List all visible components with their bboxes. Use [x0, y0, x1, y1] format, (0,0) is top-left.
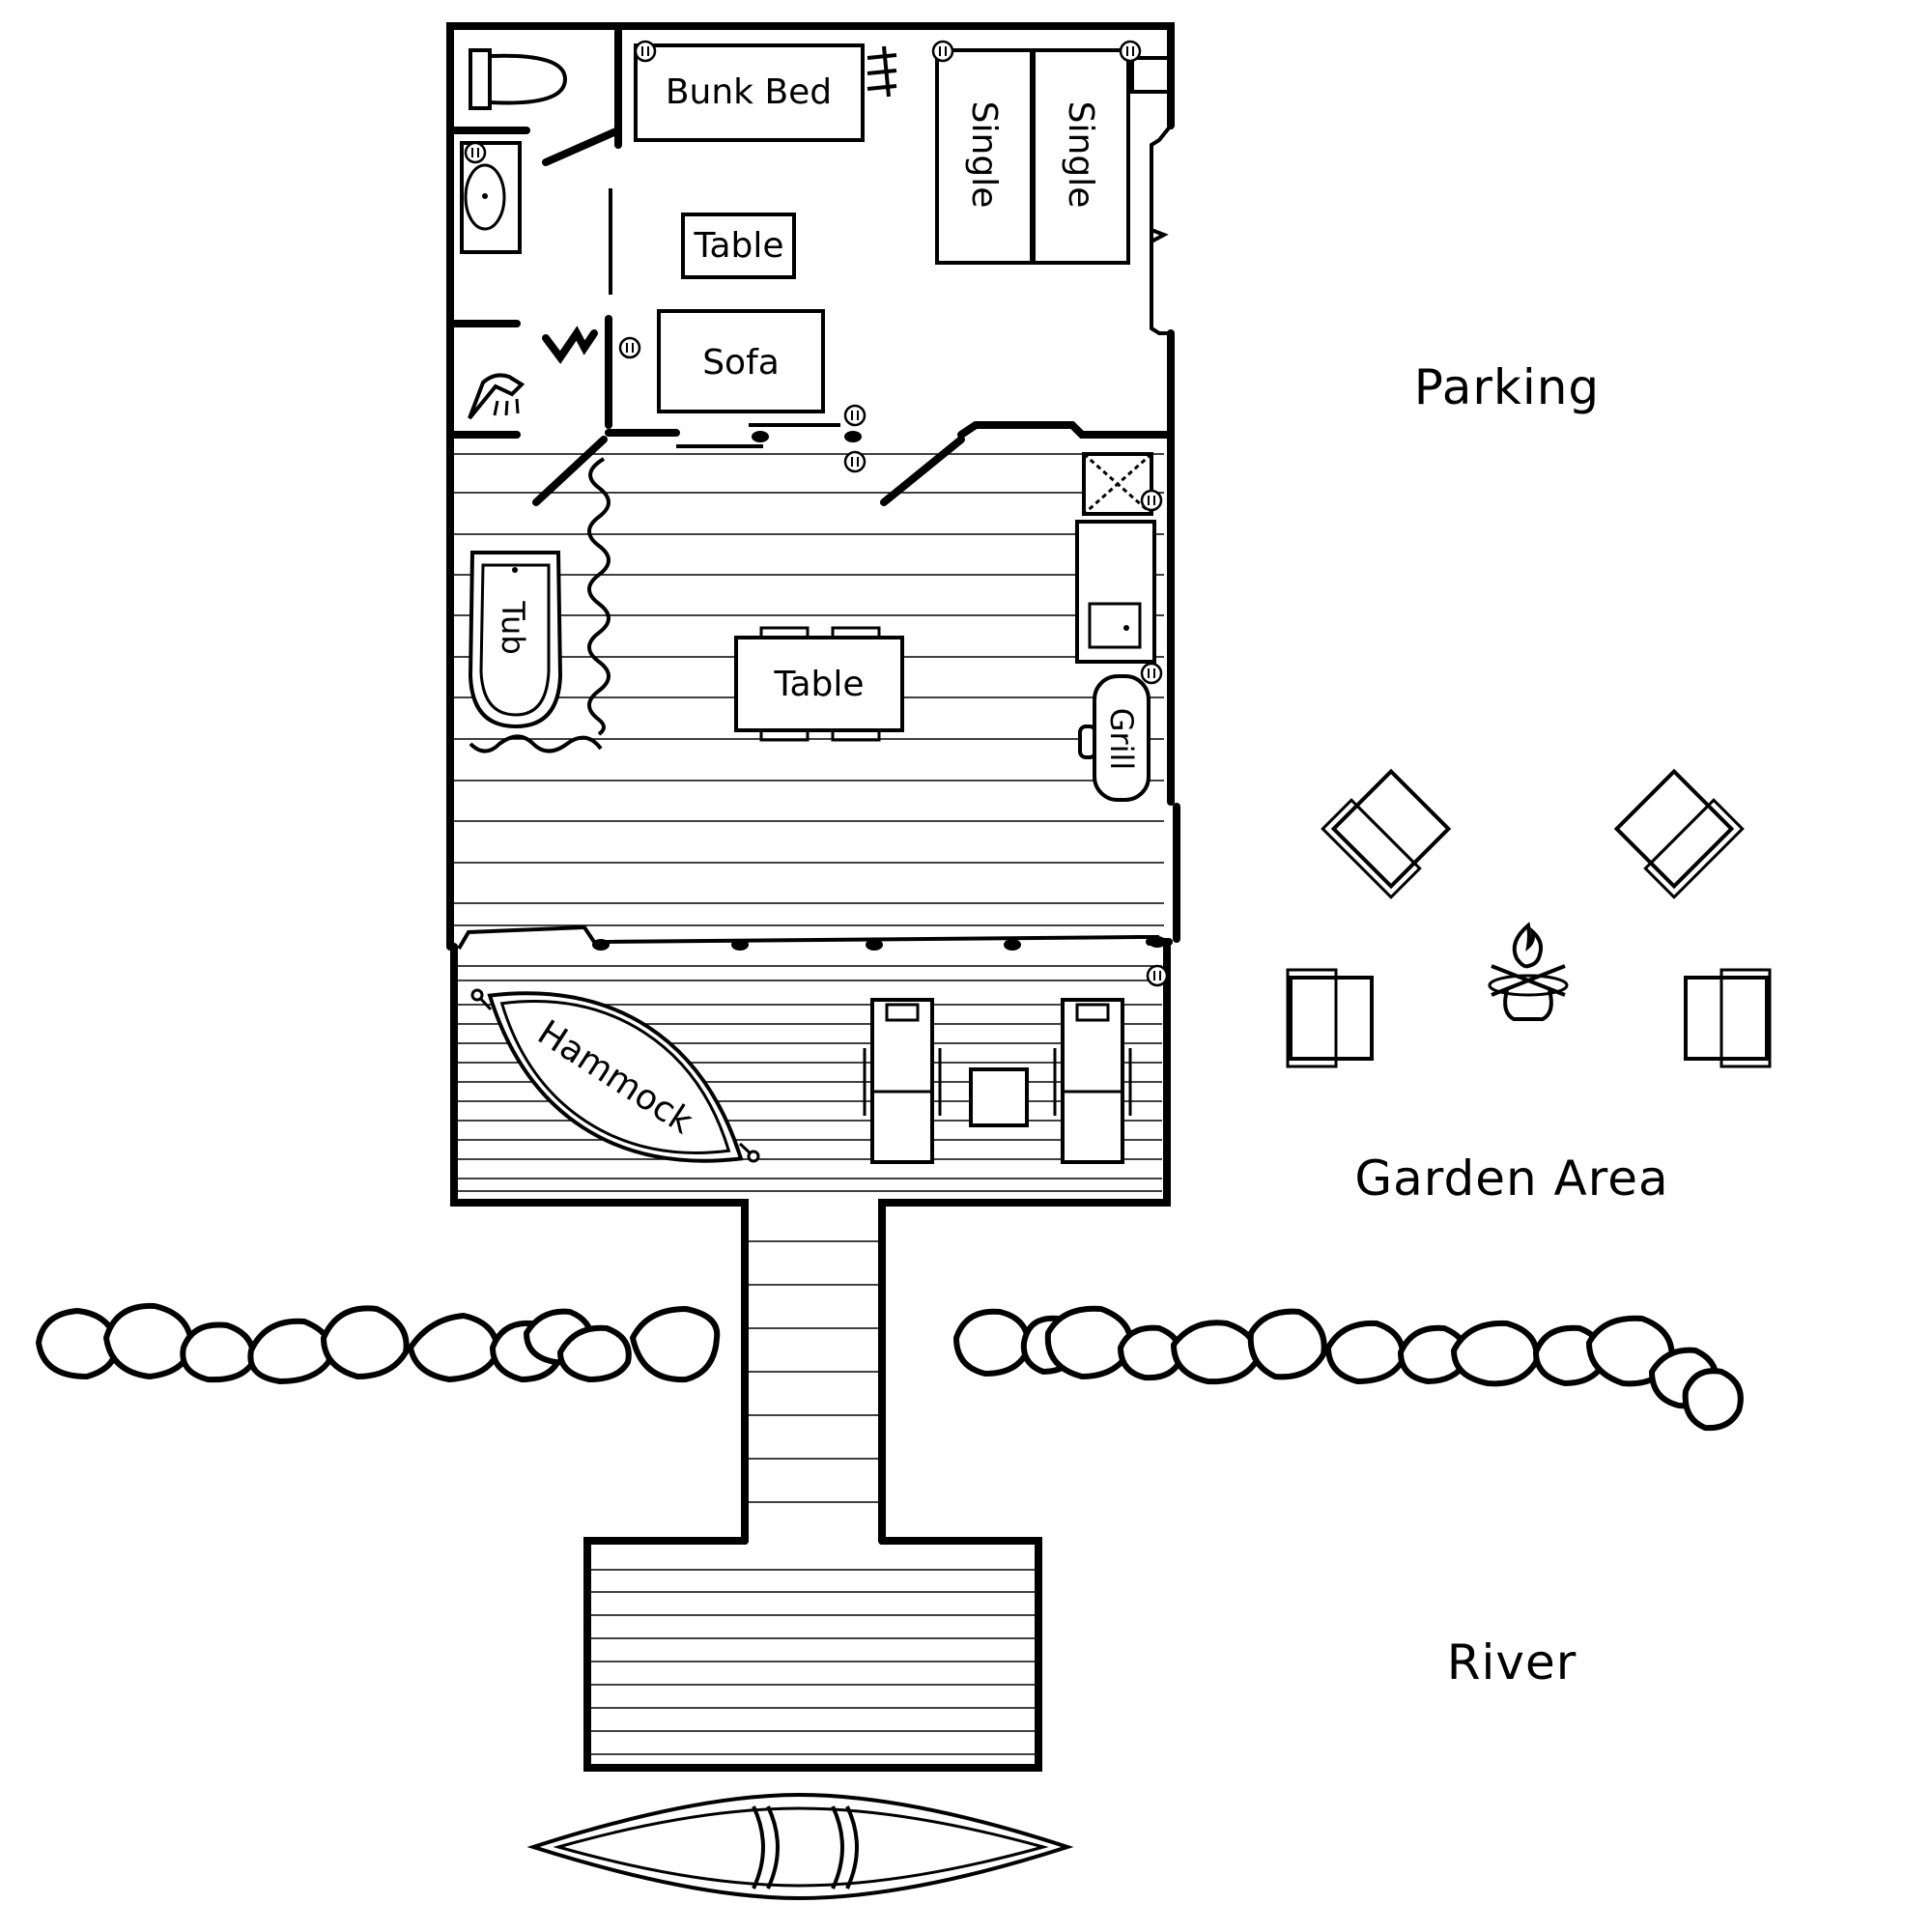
tub-label: Tub [495, 600, 531, 654]
single-bed-1-label: Single [964, 101, 1004, 209]
rock-border-left [36, 1302, 721, 1384]
lounge-chair-1 [863, 998, 942, 1164]
exterior-walls [446, 22, 1180, 1772]
garden-chair-1 [1321, 768, 1452, 899]
dock-boards [591, 1569, 1036, 1755]
garden-chair-4 [1684, 968, 1772, 1068]
deck-table-label: Table [773, 665, 864, 704]
single-bed-1: Single [935, 48, 1034, 265]
right-wall-detail [1130, 29, 1173, 335]
toilet-icon [469, 48, 568, 110]
small-table-label: Table [693, 226, 783, 266]
bathtub: Tub [468, 551, 563, 729]
shower-curtain [469, 457, 611, 753]
rock-border-right [953, 1305, 1744, 1432]
kitchen-counter [1075, 520, 1156, 664]
canoe-icon [526, 1792, 1074, 1901]
deck-dining-table: Table [734, 626, 904, 742]
stove-box [1082, 452, 1153, 516]
shower-icon [468, 373, 526, 420]
walkway-boards [747, 1240, 879, 1503]
river-label: River [1447, 1634, 1577, 1690]
lounge-chair-2 [1053, 998, 1132, 1164]
garden-area-label: Garden Area [1354, 1151, 1668, 1207]
grill-label: Grill [1103, 708, 1140, 771]
porch-divider-wall [457, 924, 1173, 951]
garden-chair-3 [1286, 968, 1374, 1068]
single-bed-2-label: Single [1061, 101, 1100, 209]
bunk-bed-label: Bunk Bed [666, 72, 832, 112]
interior-walls [450, 25, 1173, 506]
grill: Grill [1078, 674, 1151, 802]
porch-side-table [969, 1067, 1029, 1127]
sofa-label: Sofa [702, 343, 780, 383]
outlet-icons [464, 40, 1169, 987]
single-bed-2: Single [1032, 48, 1130, 265]
garden-chair-2 [1613, 768, 1745, 899]
bunk-bed: Bunk Bed [634, 43, 897, 142]
hammock: Hammock [470, 988, 760, 1163]
small-table: Table [681, 213, 796, 279]
parking-label: Parking [1414, 359, 1600, 415]
fire-pit-icon [1488, 922, 1569, 1021]
sofa: Sofa [657, 309, 825, 413]
